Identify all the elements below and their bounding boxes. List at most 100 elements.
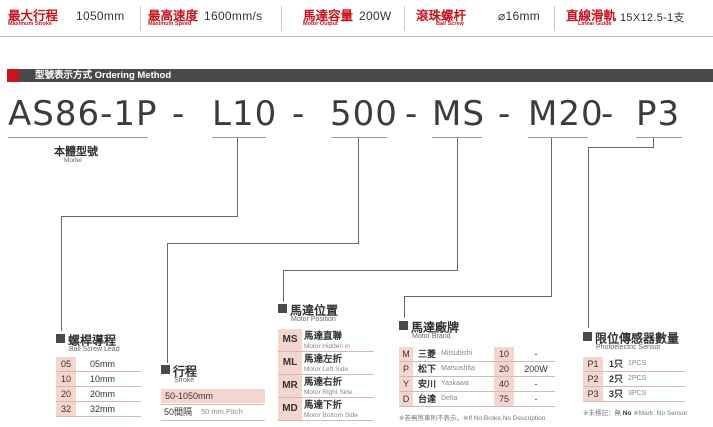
connector (551, 138, 552, 296)
spec-title: 直線滑軌 (566, 9, 617, 23)
model-label-en: Model (64, 157, 82, 164)
spec-linear-guide: 直線滑軌 Linear Guide 15X12.5-1支 (566, 4, 712, 34)
connector (61, 216, 62, 331)
connector (61, 216, 238, 217)
sensor-zh: 1只 (609, 359, 624, 369)
option-code: Y (399, 377, 413, 391)
sensor-en: 3PCS (628, 390, 647, 397)
spec-max-stroke: 最大行程 Maximum Stroke 1050mm (8, 4, 138, 34)
option-zh: 馬達直聯 (304, 331, 343, 342)
option-en: Motor Right Side (304, 389, 353, 396)
table-row: 50間隔 50 mm Pitch (161, 405, 265, 421)
section-title: 型號表示方式 Ordering Method (35, 70, 172, 81)
option-code: P1 (583, 357, 603, 371)
code-position: MS (432, 94, 485, 134)
brand-en: Delta (441, 395, 458, 402)
spec-bar: 最大行程 Maximum Stroke 1050mm 最高速度 Maximum … (0, 0, 713, 37)
table-row: MD 馬達下折 Motor Bottom Side (278, 398, 374, 421)
brand-en: Matsushita (441, 365, 475, 372)
option-value: 32mm (90, 404, 116, 414)
code-underline (528, 137, 588, 138)
table-row: P2 2只 2PCS (583, 372, 685, 387)
bullet-square (161, 365, 170, 375)
brand-en: Mitsubishi (441, 350, 473, 357)
bullet-square (583, 332, 592, 342)
spec-value: ⌀16mm (498, 9, 541, 23)
stroke-range: 50-1050mm (161, 389, 265, 403)
watt-code: 40 (494, 377, 514, 391)
option-code: 20 (56, 387, 76, 401)
connector (283, 270, 458, 271)
option-code: MS (278, 329, 302, 351)
model-label: 本體型號 (54, 146, 98, 158)
brand-zh: 三菱 (418, 349, 437, 359)
watt-code: 10 (494, 347, 514, 361)
spec-title: 馬達容量 (303, 9, 354, 23)
option-code: P2 (583, 372, 603, 386)
option-code: ML (278, 352, 302, 374)
spec-title: 最高速度 (148, 9, 199, 23)
option-code: MR (278, 375, 302, 397)
brand-note: ※若無煞車則不表示。※If No Broke,No Description. (399, 415, 548, 422)
section-header: 型號表示方式 Ordering Method (7, 69, 713, 82)
code-underline (636, 137, 682, 138)
table-row: 10 10mm (56, 372, 141, 387)
option-code: D (399, 392, 413, 406)
code-lead: L10 (212, 94, 278, 134)
option-code: P3 (583, 387, 603, 401)
connector (167, 243, 168, 363)
table-row: P 松下 Matsushita 20 200W (399, 362, 555, 377)
sensor-zh: 2只 (609, 374, 624, 384)
option-en: Motor Bottom Side (304, 412, 358, 419)
connector (653, 138, 654, 148)
code-dash: - (405, 94, 419, 134)
stroke-pitch: 50間隔 (164, 407, 193, 417)
table-row: P3 3只 3PCS (583, 387, 685, 402)
stroke-title-text: 行程 (173, 364, 198, 379)
watt-code: 75 (494, 392, 514, 406)
code-dash: - (172, 94, 186, 134)
spec-ball-screw: 滾珠螺杆 Ball Screw ⌀16mm (416, 4, 546, 34)
table-row: M 三菱 Mitsubishi 10 - (399, 347, 555, 362)
divider (554, 6, 555, 31)
spec-title-en: Maximum Speed (148, 21, 192, 27)
option-zh: 馬達左折 (304, 354, 343, 365)
code-sensor: P3 (636, 94, 681, 134)
table-row: 32 32mm (56, 402, 141, 417)
spec-title-en: Motor Output (303, 21, 338, 27)
bullet-square (278, 304, 287, 314)
sensor-table: P1 1只 1PCS P2 2只 2PCS P3 3只 3PCS (583, 357, 685, 403)
option-code: 05 (56, 357, 76, 371)
sensor-title-text: 限位傳感器數量 (595, 331, 680, 346)
connector (167, 243, 359, 244)
spec-title-en: Linear Guide (578, 21, 612, 27)
lead-title-text: 螺桿導程 (68, 333, 117, 348)
bullet-square (56, 334, 65, 344)
bullet-square (399, 321, 408, 331)
option-code: MD (278, 398, 302, 420)
position-subtitle: Motor Position (291, 316, 336, 323)
option-zh: 馬達下折 (304, 400, 343, 411)
stroke-table: 50-1050mm 50間隔 50 mm Pitch (161, 389, 265, 421)
code-underline (331, 137, 387, 138)
spec-title-en: Maximum Stroke (8, 21, 53, 27)
connector (237, 138, 238, 216)
sensor-note-no: No (622, 410, 632, 417)
position-table: MS 馬達直聯 Motor Hidden in ML 馬達左折 Motor Le… (278, 329, 374, 421)
code-underline (8, 137, 148, 138)
sensor-note-zh: ※未標記：無 (583, 410, 621, 417)
table-row: D 台達 Delta 75 - (399, 392, 555, 407)
watt-code: 20 (494, 362, 514, 376)
connector (404, 296, 405, 318)
sensor-subtitle: Photoelectric Sensor (596, 344, 661, 351)
option-code: 32 (56, 402, 76, 416)
spec-max-speed: 最高速度 Maximum Speed 1600mm/s (148, 4, 278, 34)
table-row: ML 馬達左折 Motor Left Side (278, 352, 374, 375)
spec-value: 1600mm/s (204, 9, 263, 23)
brand-zh: 安川 (418, 379, 437, 389)
spec-value: 15X12.5-1支 (620, 12, 685, 24)
connector (457, 138, 458, 270)
table-row: Y 安川 Yaskawa 40 - (399, 377, 555, 392)
connector (588, 147, 654, 148)
lead-title: 螺桿導程 (56, 331, 116, 349)
